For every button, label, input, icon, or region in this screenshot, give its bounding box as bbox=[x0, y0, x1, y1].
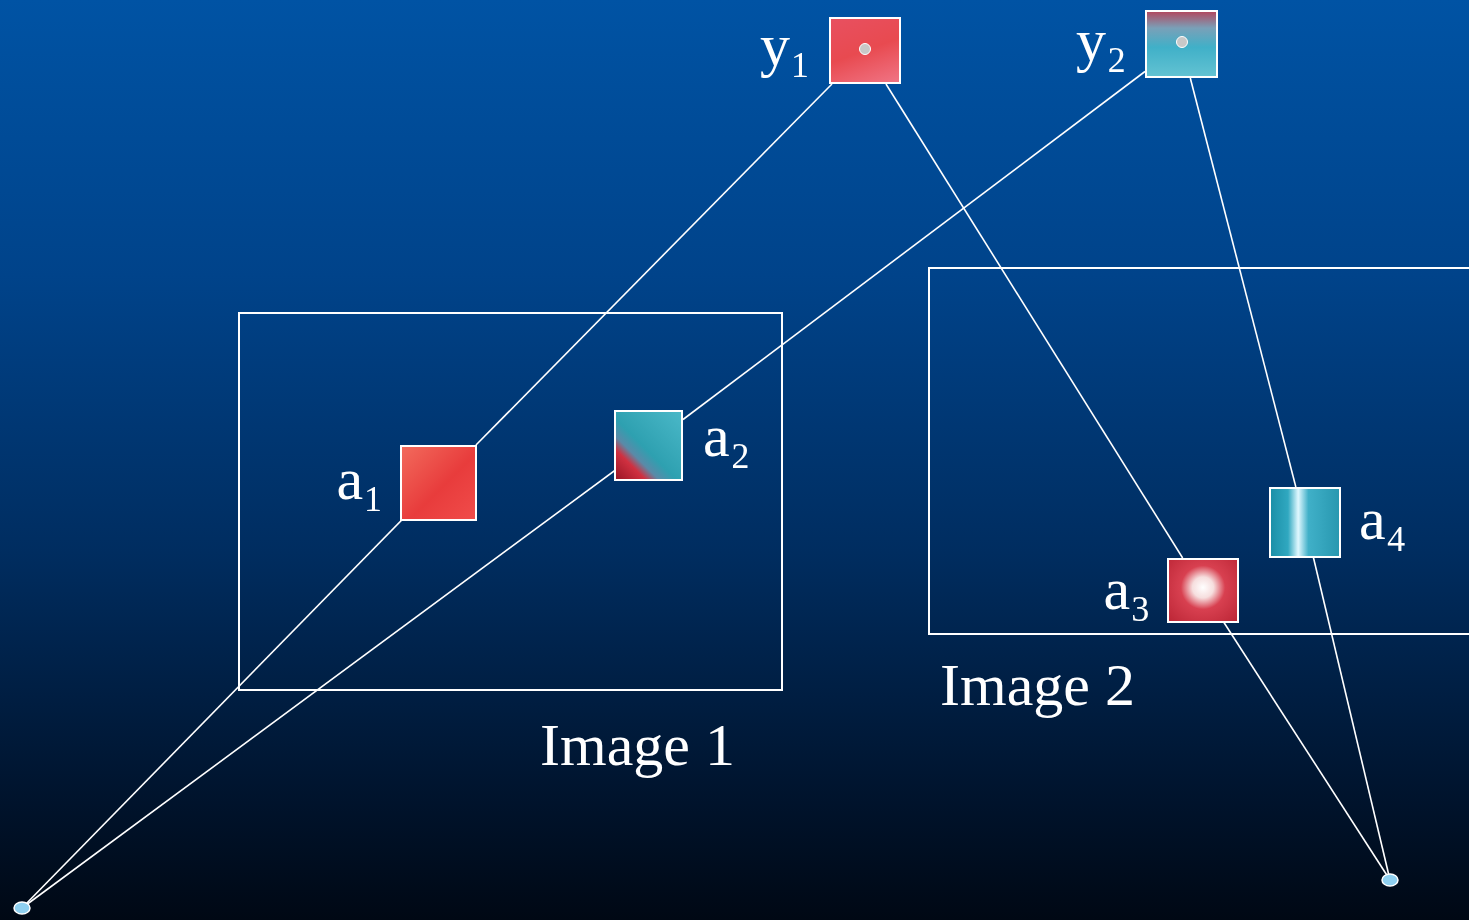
patch-a: a₁ bbox=[400, 445, 477, 521]
camera-ray bbox=[22, 483, 438, 908]
point-label: a₁ bbox=[336, 449, 384, 509]
patch-a: a₄ bbox=[1269, 487, 1341, 558]
camera-center bbox=[14, 902, 30, 914]
camera-ray bbox=[22, 446, 648, 908]
point-label: a₂ bbox=[703, 406, 751, 466]
point-label: a₄ bbox=[1359, 489, 1407, 549]
projection-dot bbox=[1176, 36, 1188, 48]
point-label: a₃ bbox=[1103, 559, 1151, 619]
camera-center bbox=[1382, 874, 1398, 886]
patch-y: y₁ bbox=[829, 17, 901, 84]
projection-ray bbox=[886, 84, 1183, 558]
patch-a: a₂ bbox=[614, 410, 683, 481]
patch-a: a₃ bbox=[1167, 558, 1239, 623]
projection-ray bbox=[1190, 78, 1296, 487]
image-label: Image 2 bbox=[940, 655, 1135, 715]
camera-ray bbox=[1305, 522, 1390, 880]
projection-ray bbox=[683, 71, 1145, 419]
image-frame: a₃a₄Image 2 bbox=[928, 267, 1469, 635]
image-label: Image 1 bbox=[540, 715, 735, 775]
projection-ray bbox=[476, 84, 832, 445]
point-label: y₁ bbox=[760, 15, 811, 75]
projection-dot bbox=[859, 43, 871, 55]
patch-y: y₂ bbox=[1145, 10, 1218, 78]
point-label: y₂ bbox=[1076, 10, 1127, 70]
image-frame: a₁a₂Image 1 bbox=[238, 312, 783, 691]
